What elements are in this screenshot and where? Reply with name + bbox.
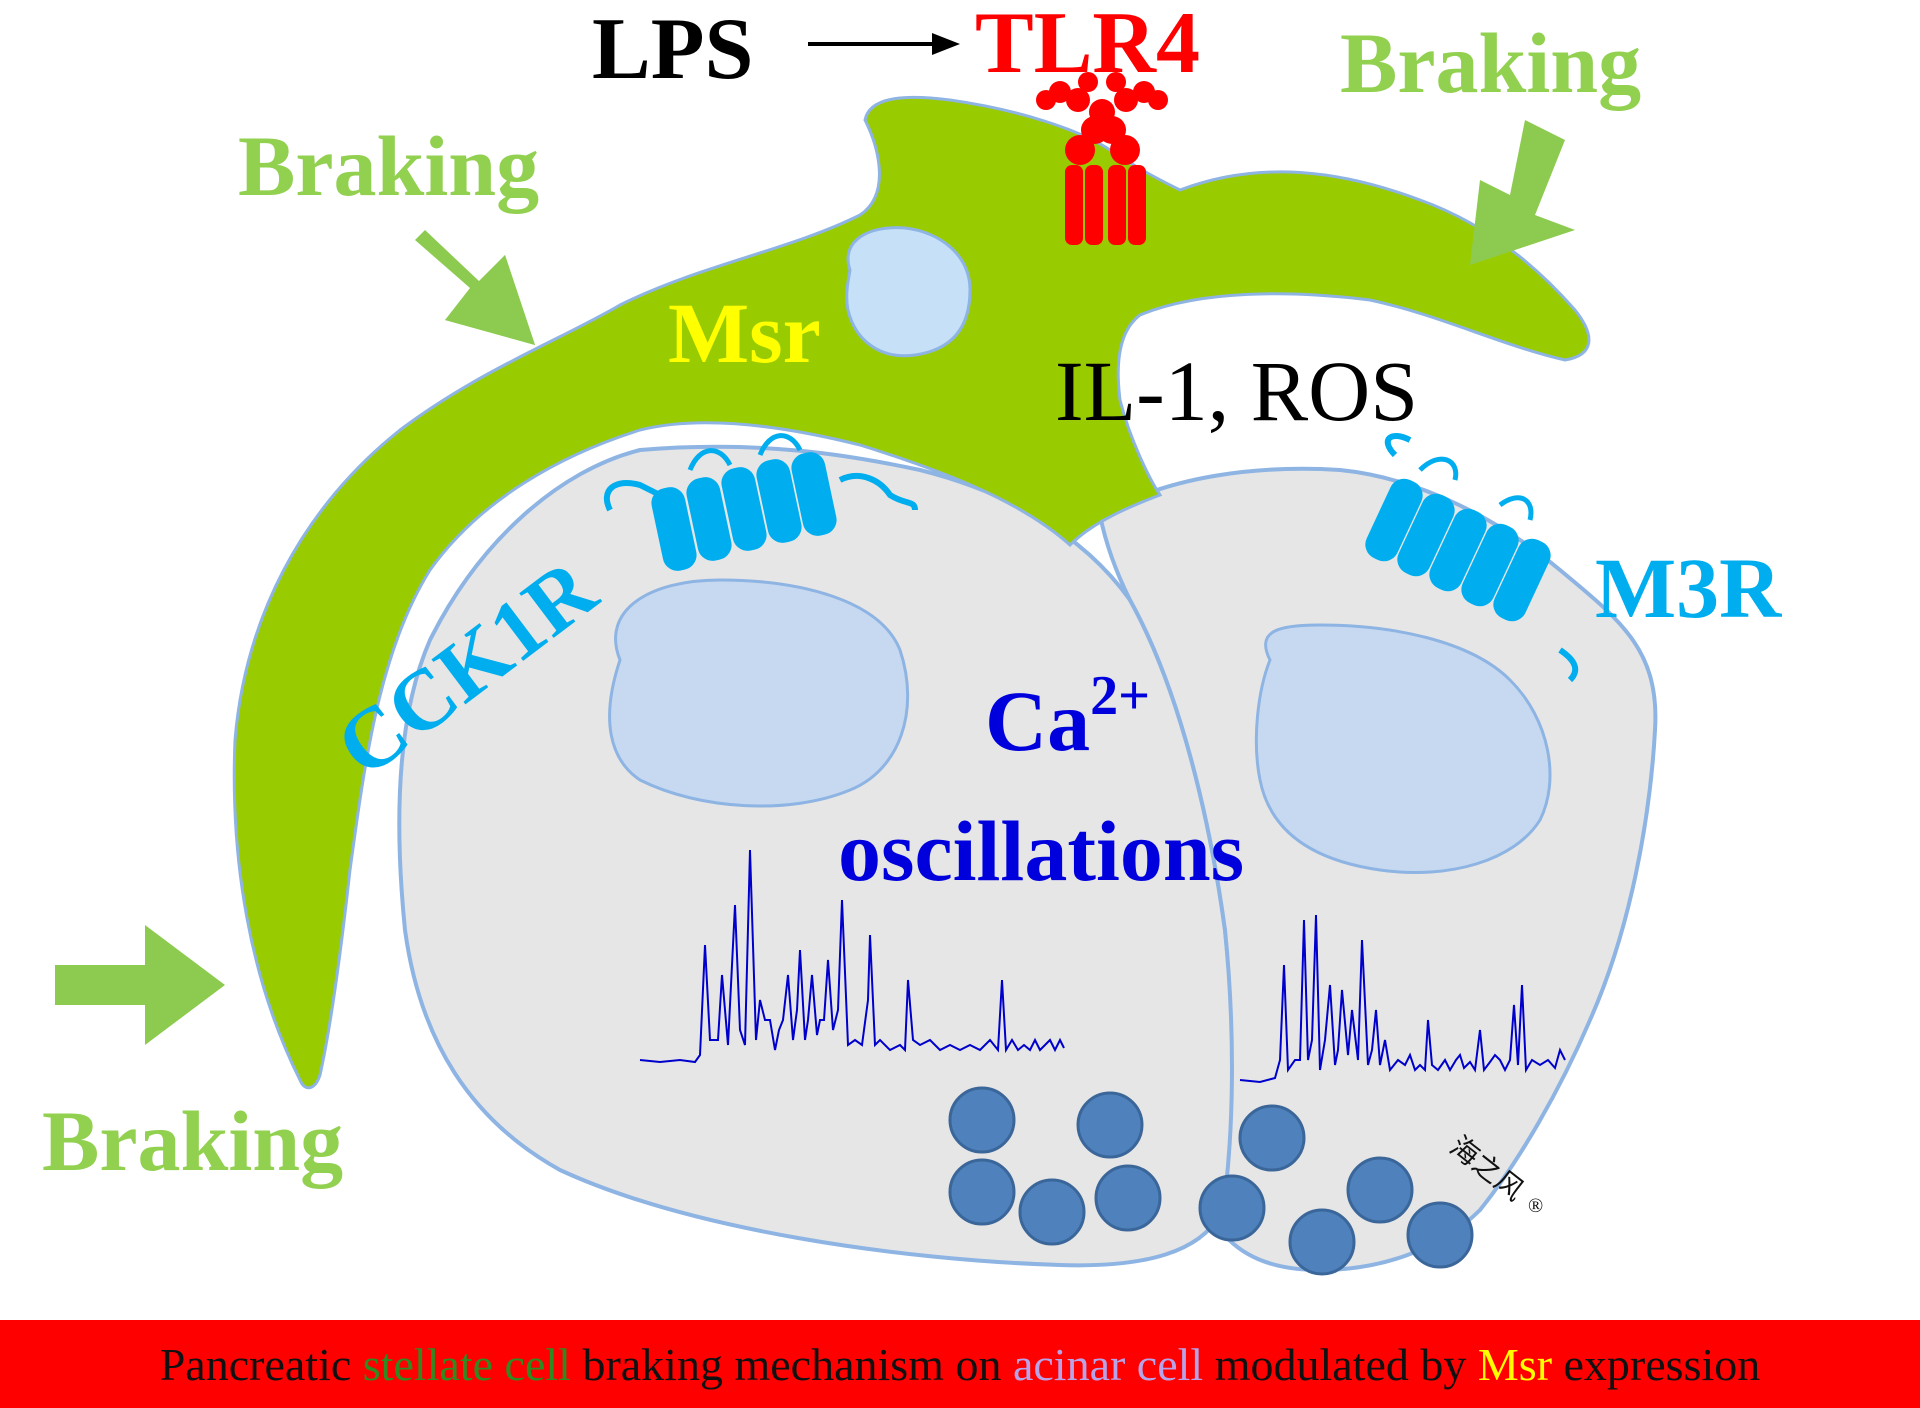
- tlr4-label: TLR4: [975, 0, 1200, 92]
- ca-label: Ca2+: [985, 665, 1150, 769]
- braking-label-bottom-left: Braking: [42, 1093, 343, 1189]
- caption-bar: Pancreatic stellate cell braking mechani…: [0, 1320, 1920, 1408]
- nucleus-right: [1254, 623, 1552, 874]
- caption-text-acinar: acinar cell: [1012, 1338, 1204, 1390]
- stellate-nucleus: [845, 226, 972, 358]
- braking-arrow-top-left: [415, 230, 535, 345]
- caption-text-3: braking mechanism on: [570, 1338, 1013, 1390]
- ca-oscillation-trace-right: [1239, 914, 1566, 1084]
- il1-ros-label: IL-1, ROS: [1055, 343, 1418, 439]
- lps-tlr4-arrow: [808, 33, 960, 55]
- m3r-receptor: [1365, 433, 1579, 683]
- granules-right: [1198, 1104, 1474, 1276]
- caption-text-stellate: stellate cell: [362, 1338, 571, 1390]
- nucleus-left: [608, 578, 910, 808]
- braking-arrow-top-right: [1470, 120, 1575, 265]
- m3r-label: M3R: [1595, 540, 1782, 636]
- braking-label-top-left: Braking: [238, 118, 539, 214]
- watermark-mark: ®: [1528, 1195, 1543, 1217]
- ca-label-superscript: 2+: [1090, 665, 1150, 727]
- caption-text-5: modulated by: [1203, 1338, 1478, 1390]
- oscillations-label: oscillations: [838, 803, 1244, 899]
- msr-label: Msr: [668, 285, 821, 381]
- ca-oscillation-trace-left: [639, 849, 1065, 1064]
- lps-label: LPS: [592, 1, 753, 98]
- tlr4-receptor: [1036, 72, 1168, 245]
- stellate-cell: [232, 95, 1591, 1090]
- cck1r-receptor: [603, 433, 918, 571]
- caption-text-7: expression: [1552, 1338, 1761, 1390]
- caption-text-msr: Msr: [1477, 1338, 1553, 1390]
- braking-label-top-right: Braking: [1340, 15, 1641, 111]
- granules-left: [948, 1086, 1162, 1246]
- caption-text-1: Pancreatic: [159, 1338, 363, 1390]
- ca-label-base: Ca: [985, 673, 1090, 769]
- braking-arrow-bottom-left: [55, 925, 225, 1045]
